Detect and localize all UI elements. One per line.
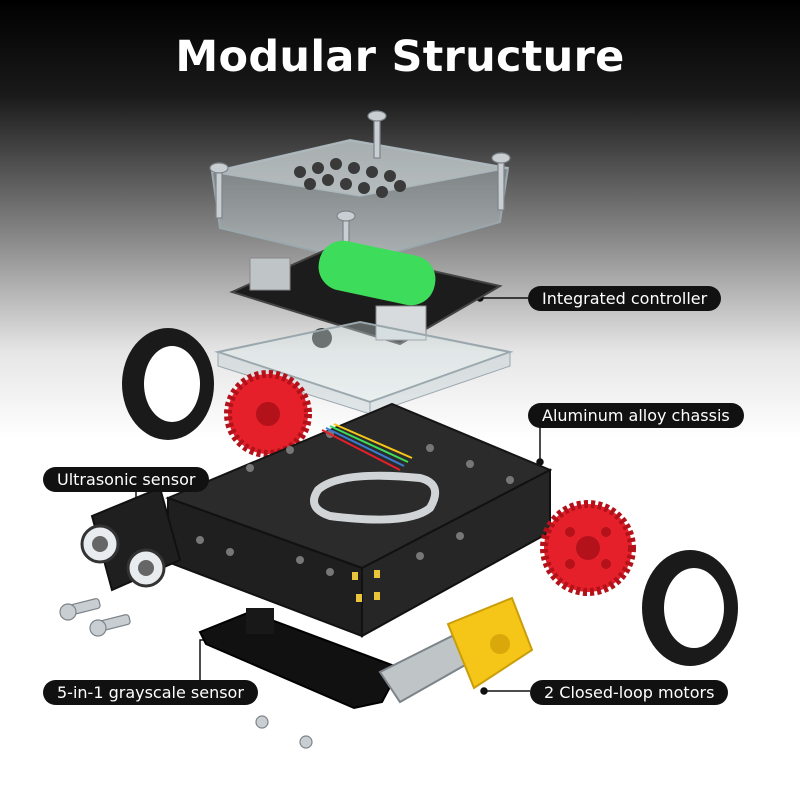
ultrasonic-sensor — [80, 486, 182, 592]
motors-leader-dot — [480, 687, 488, 695]
controller-board — [229, 240, 503, 348]
closed-loop-motors-label: 2 Closed-loop motors — [530, 680, 729, 705]
acrylic-cover — [209, 110, 511, 277]
left-tire — [122, 328, 214, 440]
aluminum-chassis-label: Aluminum alloy chassis — [528, 403, 744, 428]
rear-gear — [224, 370, 312, 458]
page-title: Modular Structure — [175, 32, 625, 82]
right-tire — [642, 550, 738, 666]
grayscale-sensor-label: 5-in-1 grayscale sensor — [43, 680, 258, 705]
ultrasonic-sensor-label: Ultrasonic sensor — [43, 467, 210, 492]
chassis — [165, 402, 553, 638]
grayscale-sensor — [198, 608, 402, 710]
motor — [378, 596, 534, 704]
loose-screws — [59, 598, 313, 749]
integrated-controller-label: Integrated controller — [528, 286, 722, 311]
battery — [318, 240, 436, 306]
front-gear — [540, 500, 636, 596]
